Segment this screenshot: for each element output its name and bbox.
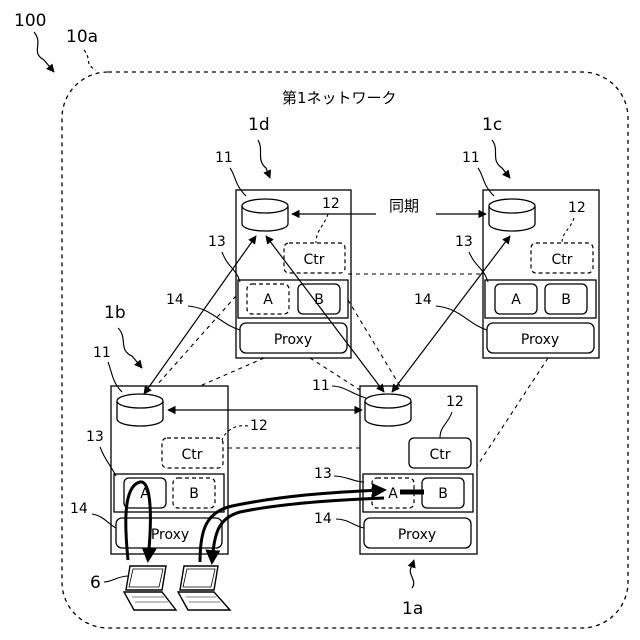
node-1c-db-icon (489, 199, 535, 231)
node-1b-proxy-ref: 14 (70, 501, 88, 517)
node-1a-app-ref: 13 (314, 466, 332, 482)
sync-label: 同期 (389, 197, 419, 215)
node-1c: 1c 11 Ctr 12 A B 13 Proxy 14 (414, 115, 599, 358)
node-1d-db-ref: 11 (215, 150, 233, 166)
node-1a-ctr-label: Ctr (429, 447, 450, 463)
node-1a-app-b-label: B (438, 486, 448, 502)
node-1a-ctr-ref: 12 (446, 394, 464, 410)
node-1a-db-icon (365, 394, 411, 426)
node-1c-app-a-label: A (511, 292, 521, 308)
node-1b-ctr-label: Ctr (181, 447, 202, 463)
node-1a-ref: 1a (402, 599, 423, 619)
node-1d-ctr-label: Ctr (303, 252, 324, 268)
node-1a: 11 Ctr 12 A B 13 Proxy 14 1a (312, 378, 477, 619)
node-1b-proxy-label: Proxy (151, 527, 189, 543)
node-1b-leader (118, 328, 142, 368)
node-1a-proxy-label: Proxy (398, 527, 436, 543)
node-1d-app-ref: 13 (208, 234, 226, 250)
node-1c-leader (492, 140, 510, 178)
path-app-a-1a-to-terminal2 (212, 498, 384, 562)
node-1a-app-a-label: A (388, 486, 398, 502)
node-1c-proxy-ref: 14 (414, 292, 432, 308)
node-1b-ctr-ref: 12 (250, 418, 268, 434)
node-1d-proxy-label: Proxy (274, 332, 312, 348)
node-1d-leader (258, 140, 270, 178)
node-1d-proxy-ref: 14 (166, 292, 184, 308)
terminal-ref: 6 (90, 573, 101, 593)
node-1a-proxy-ref: 14 (314, 511, 332, 527)
node-1b-app-ref: 13 (86, 429, 104, 445)
leader-100 (34, 32, 54, 72)
node-1b-db-icon (117, 394, 163, 426)
node-1a-db-ref: 11 (312, 378, 330, 394)
node-1d-app-a-label: A (263, 292, 273, 308)
node-1a-leader (410, 560, 414, 588)
node-1c-ctr-ref: 12 (568, 200, 586, 216)
ref-10a: 10a (66, 27, 98, 47)
terminal-laptop-2 (178, 566, 230, 610)
ref-100: 100 (14, 11, 46, 31)
node-1c-ctr-label: Ctr (551, 252, 572, 268)
leader-10a (84, 50, 96, 70)
node-1b-app-b-label: B (189, 486, 199, 502)
node-1d-db-icon (242, 199, 288, 231)
node-1c-app-b-label: B (561, 292, 571, 308)
node-1d-ref: 1d (248, 115, 270, 135)
terminal-laptop-1 (124, 566, 176, 610)
node-1c-db-ref: 11 (462, 150, 480, 166)
node-1d-ctr-ref: 12 (322, 196, 340, 212)
node-1c-proxy-label: Proxy (521, 332, 559, 348)
node-1d: 1d 11 Ctr 12 A B 13 Proxy 14 (166, 115, 351, 358)
node-1c-ref: 1c (482, 115, 502, 135)
network-title: 第1ネットワーク (282, 89, 397, 107)
node-1b-db-ref: 11 (93, 345, 111, 361)
node-1b-ref: 1b (104, 303, 126, 323)
node-1c-app-ref: 13 (455, 234, 473, 250)
